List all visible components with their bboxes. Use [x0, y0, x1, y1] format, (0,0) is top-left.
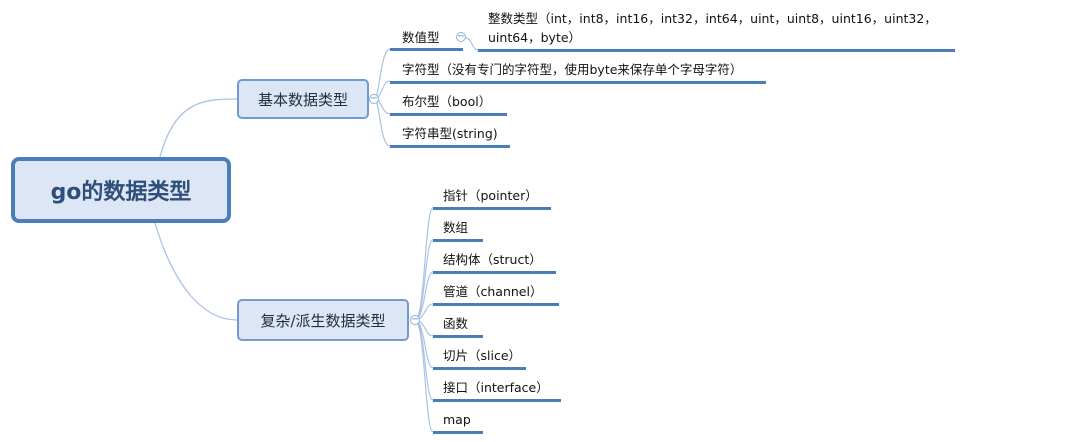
leaf-bool-underline: [390, 113, 507, 116]
leaf-interface[interactable]: 接口（interface）: [443, 380, 549, 395]
leaf-pointer[interactable]: 指针（pointer）: [443, 188, 538, 203]
leaf-array-underline: [433, 239, 483, 242]
root-label: go的数据类型: [50, 180, 192, 205]
branch-basic-label: 基本数据类型: [257, 90, 348, 109]
root-node[interactable]: go的数据类型: [11, 157, 231, 223]
leaf-char[interactable]: 字符型（没有专门的字符型，使用byte来保存单个字母字符）: [402, 62, 743, 77]
leaf-slice[interactable]: 切片（slice）: [443, 348, 522, 363]
leaf-pointer-underline: [433, 207, 551, 210]
branch-basic-types[interactable]: 基本数据类型: [237, 79, 369, 119]
leaf-interface-underline: [433, 399, 561, 402]
leaf-struct[interactable]: 结构体（struct）: [443, 252, 542, 267]
branch-complex-types[interactable]: 复杂/派生数据类型: [237, 299, 409, 341]
leaf-channel[interactable]: 管道（channel）: [443, 284, 543, 299]
leaf-string[interactable]: 字符串型(string): [402, 126, 498, 141]
leaf-struct-underline: [433, 271, 556, 274]
leaf-map-underline: [433, 431, 483, 434]
leaf-function[interactable]: 函数: [443, 316, 469, 331]
leaf-integer-underline: [478, 49, 955, 52]
leaf-integer-types-line1[interactable]: 整数类型（int，int8，int16，int32，int64，uint，uin…: [488, 11, 937, 26]
leaf-char-underline: [390, 81, 766, 84]
leaf-numeric-underline: [390, 48, 463, 51]
collapse-basic-icon[interactable]: −: [369, 93, 379, 104]
leaf-array[interactable]: 数组: [443, 220, 469, 235]
leaf-channel-underline: [433, 303, 559, 306]
collapse-numeric-icon[interactable]: −: [456, 31, 466, 42]
leaf-integer-types-line2[interactable]: uint64，byte）: [488, 30, 582, 45]
leaf-numeric[interactable]: 数值型: [402, 30, 440, 45]
leaf-string-underline: [390, 145, 510, 148]
leaf-map[interactable]: map: [443, 412, 471, 427]
leaf-function-underline: [433, 335, 483, 338]
leaf-slice-underline: [433, 367, 526, 370]
collapse-complex-icon[interactable]: −: [410, 314, 420, 325]
branch-complex-label: 复杂/派生数据类型: [260, 311, 386, 330]
leaf-bool[interactable]: 布尔型（bool）: [402, 94, 492, 109]
